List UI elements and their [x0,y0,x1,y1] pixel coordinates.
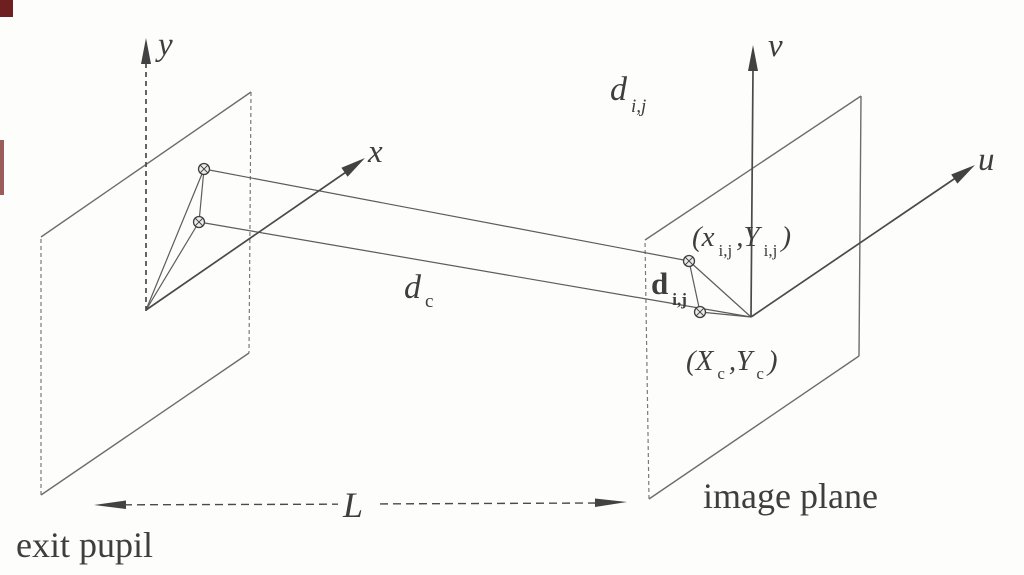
d-ij-top-label: d i,j [610,71,646,117]
d-c-label: d c [404,269,433,312]
dimension-right-arrowhead-icon [595,498,627,507]
v-axis-shaft [750,68,754,318]
u-axis-arrowhead-icon [951,165,975,184]
image-plane-left-edge [644,239,650,500]
pupil-lower-point-marker [192,215,206,229]
ray-lower-long-dc [198,221,752,318]
v-axis-label: v [768,28,783,64]
image-lower-point-marker [693,305,707,319]
exit-pupil-right-edge [248,91,252,354]
pupil-points-connector [198,168,205,223]
x-axis-label: x [367,134,383,170]
image-plane-right-edge [858,95,862,357]
y-axis-label: y [155,27,173,63]
ray-origin-to-lower-pupil-point [145,221,200,311]
exit-pupil-caption: exit pupil [16,525,153,565]
axes [141,38,975,318]
distance-label: L [342,485,363,525]
ray-origin-to-upper-pupil-point [145,168,205,311]
image-upper-point-marker [682,254,696,268]
y-axis-arrowhead-icon [141,38,151,64]
ray-upper-long [203,168,690,262]
exit-pupil-plane [40,91,252,496]
scan-artifact-edge [0,140,4,195]
image-plane-caption: image plane [703,476,878,516]
ray-lower-image-to-centroid [699,311,752,318]
v-axis-arrowhead-icon [748,45,758,71]
distance-dimension [94,498,627,509]
x-axis-shaft [145,169,350,311]
u-axis-shaft [750,176,958,318]
dimension-line-right [379,502,600,505]
dimension-left-arrowhead-icon [94,500,126,509]
u-axis-label: u [978,142,995,178]
image-point-label: (x i,j ,Y i,j ) [692,221,791,260]
d-ij-bold-label: d i,j [651,266,687,309]
exit-pupil-bottom-edge [40,352,250,496]
ray-upper-image-to-centroid [688,260,752,318]
dimension-line-left [123,503,339,506]
centroid-point-label: (X c ,Y c ) [686,345,778,383]
scan-artifact-corner [0,0,13,17]
image-plane-bottom-edge [648,355,860,500]
ray-lines [145,168,752,318]
x-axis-arrowhead-icon [341,158,365,177]
pupil-upper-point-marker [197,162,211,176]
image-points-connector [688,260,701,313]
